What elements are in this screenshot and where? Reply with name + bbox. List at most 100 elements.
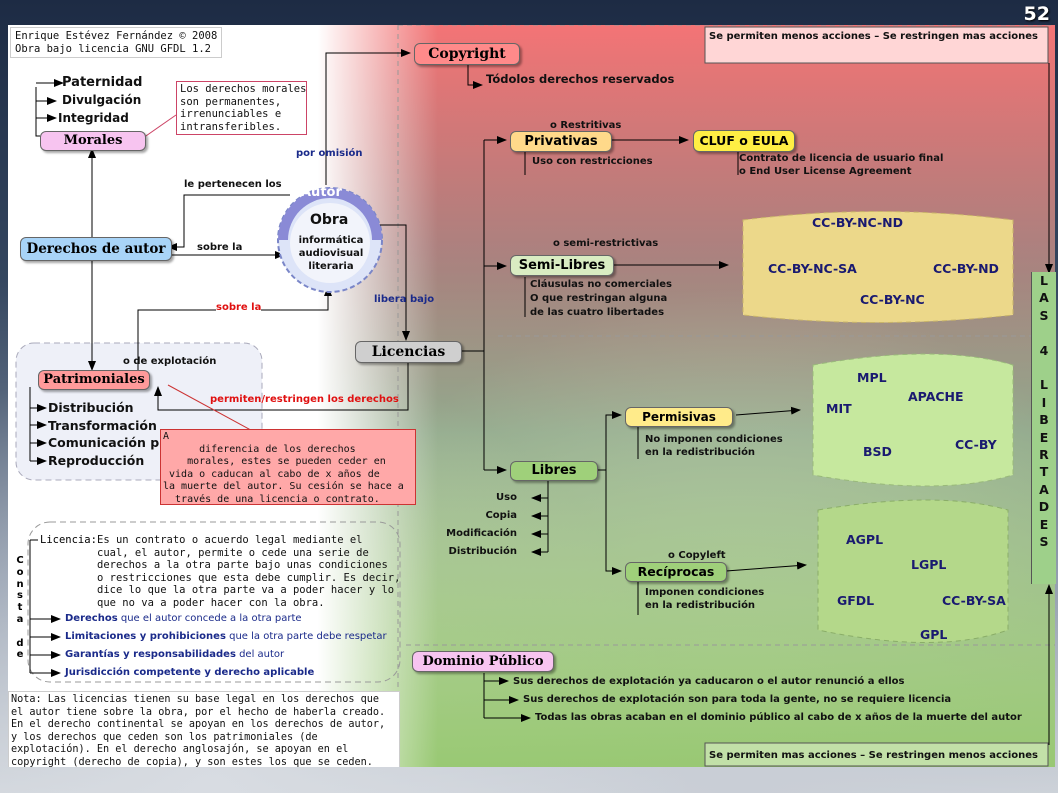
side-letter: E	[1039, 516, 1049, 532]
license-mit: MIT	[826, 401, 852, 416]
side-letter: S	[1039, 534, 1049, 550]
credits-author: Enrique Estévez Fernández © 2008	[15, 30, 218, 42]
node-morales: Morales	[40, 131, 146, 151]
license-cc-by-sa: CC-BY-SA	[942, 593, 1006, 608]
node-patrimoniales: Patrimoniales	[38, 370, 150, 390]
cc-by-nc: CC-BY-NC	[860, 292, 925, 307]
side-spacer	[1032, 359, 1056, 376]
label-libera-bajo: libera bajo	[374, 294, 435, 305]
reciprocas-alt: o Copyleft	[668, 550, 726, 561]
permisivas-desc-1: No imponen condiciones	[645, 434, 783, 445]
point-rest: que el autor concede a la otra parte	[117, 613, 302, 624]
obra-types: informática audiovisual literaria	[289, 234, 373, 273]
license-lgpl: LGPL	[911, 557, 947, 572]
cc-by-nd: CC-BY-ND	[933, 261, 999, 276]
side-spacer	[1032, 324, 1056, 341]
nota-box: Nota: Las licencias tienen su base legal…	[8, 691, 400, 767]
cc-by-nc-nd: CC-BY-NC-ND	[812, 215, 904, 230]
consta-letter: e	[16, 649, 24, 661]
banner-top: Se permiten menos acciones – Se restring…	[709, 31, 1038, 42]
side-letter: A	[1039, 290, 1049, 306]
copyright-desc: Tódolos derechos reservados	[486, 72, 675, 86]
licencia-point-derechos: Derechos que el autor concede a la otra …	[65, 612, 302, 625]
semilibres-desc-2: O que restringan alguna	[530, 293, 668, 304]
banner-bottom: Se permiten mas acciones – Se restringen…	[709, 750, 1038, 761]
node-libres: Libres	[510, 461, 598, 481]
node-dominio-publico: Dominio Público	[412, 651, 554, 672]
semilibres-desc-3: de las cuatro libertades	[530, 307, 665, 318]
semilibres-alt: o semi-restrictivas	[553, 238, 659, 249]
consta-letter: s	[17, 590, 23, 602]
semilibres-desc-1: Cláusulas no comerciales	[530, 279, 672, 290]
credits: Enrique Estévez Fernández © 2008 Obra ba…	[10, 27, 223, 59]
las-4-libertades-bar: L A S 4 L I B E R T A D E S	[1031, 272, 1056, 584]
cluf-desc-1: Contrato de licencia de usuario final	[739, 153, 944, 164]
moral-right-paternidad: Paternidad	[62, 75, 143, 90]
credits-license: Obra bajo licencia GNU GFDL 1.2	[15, 42, 211, 55]
point-bold: Jurisdicción competente y derecho aplica…	[65, 667, 315, 678]
node-copyright: Copyright	[414, 43, 520, 65]
licencia-point-garantias: Garantías y responsabilidades del autor	[65, 648, 284, 661]
license-mpl: MPL	[857, 370, 887, 385]
node-autor: Autor	[301, 185, 342, 200]
permisivas-desc-2: en la redistribución	[645, 447, 756, 458]
reciprocas-desc-1: Imponen condiciones	[645, 587, 765, 598]
patrimonial-distribucion: Distribución	[48, 400, 134, 415]
consta-letter: o	[16, 566, 24, 578]
morales-note: Los derechos morales son permanentes, ir…	[176, 81, 307, 135]
consta-letter: t	[17, 602, 23, 614]
dominio-item-2: Sus derechos de explotación son para tod…	[523, 694, 952, 705]
moral-right-divulgacion: Divulgación	[62, 93, 142, 107]
permisivas-desc: No imponen condiciones en la redistribuc…	[645, 433, 783, 459]
point-bold: Garantías y responsabilidades	[65, 649, 236, 660]
mindmap-slide: Enrique Estévez Fernández © 2008 Obra ba…	[8, 25, 1055, 767]
node-cluf-eula: CLUF o EULA	[693, 130, 795, 152]
privativas-alt: o Restritivas	[550, 120, 622, 131]
side-letter: T	[1039, 464, 1049, 480]
dominio-item-1: Sus derechos de explotación ya caducaron…	[513, 676, 905, 687]
side-letter: 4	[1039, 342, 1049, 358]
cluf-desc: Contrato de licencia de usuario final o …	[739, 152, 943, 178]
patrimonial-transformacion: Transformación	[48, 418, 157, 433]
license-apache: APACHE	[908, 389, 964, 404]
reciprocas-desc-2: en la redistribución	[645, 600, 756, 611]
freedom-modificacion: Modificación	[446, 528, 517, 539]
moral-right-integridad: Integridad	[58, 111, 129, 125]
reciprocas-desc: Imponen condiciones en la redistribución	[645, 586, 764, 612]
side-letter: L	[1040, 273, 1048, 288]
license-bsd: BSD	[863, 444, 892, 459]
node-derechos-de-autor: Derechos de autor	[20, 237, 172, 261]
node-obra: Obra	[310, 212, 349, 228]
node-privativas: Privativas	[510, 131, 612, 152]
license-gpl: GPL	[920, 627, 948, 642]
label-le-pertenecen: le pertenecen los	[184, 179, 282, 190]
privativas-desc: Uso con restricciones	[532, 156, 653, 167]
freedom-uso: Uso	[496, 492, 517, 503]
freedom-copia: Copia	[485, 510, 517, 521]
side-letter: S	[1039, 307, 1049, 323]
cc-by-nc-sa: CC-BY-NC-SA	[768, 261, 857, 276]
semilibres-desc: Cláusulas no comerciales O que restringa…	[530, 278, 672, 320]
node-semi-libres: Semi-Libres	[510, 255, 614, 276]
node-permisivas: Permisivas	[625, 407, 733, 427]
label-permiten-restringen: permiten/restringen los derechos	[210, 394, 399, 405]
licencia-point-jurisdiccion: Jurisdicción competente y derecho aplica…	[65, 666, 314, 679]
side-letter: D	[1038, 499, 1050, 515]
consta-de-label: C o n s t a d e	[14, 555, 26, 661]
license-agpl: AGPL	[846, 532, 884, 547]
node-licencias: Licencias	[355, 341, 462, 363]
obra-type-audiovisual: audiovisual	[298, 248, 364, 259]
consta-spacer	[14, 626, 26, 638]
label-de-explotacion: o de explotación	[123, 356, 217, 367]
side-letter: I	[1041, 394, 1047, 410]
point-bold: Limitaciones y prohibiciones	[65, 631, 226, 642]
side-letter: B	[1039, 412, 1049, 428]
point-rest: del autor	[235, 649, 285, 660]
consta-letter: C	[16, 555, 24, 566]
patrimoniales-note: A diferencia de los derechos morales, es…	[160, 429, 416, 505]
point-rest: que la otra parte debe respetar	[225, 631, 387, 642]
label-por-omision: por omisión	[296, 148, 363, 159]
patrimonial-reproduccion: Reproducción	[48, 453, 145, 468]
label-sobre-la: sobre la	[197, 242, 243, 253]
consta-letter: d	[16, 637, 24, 649]
